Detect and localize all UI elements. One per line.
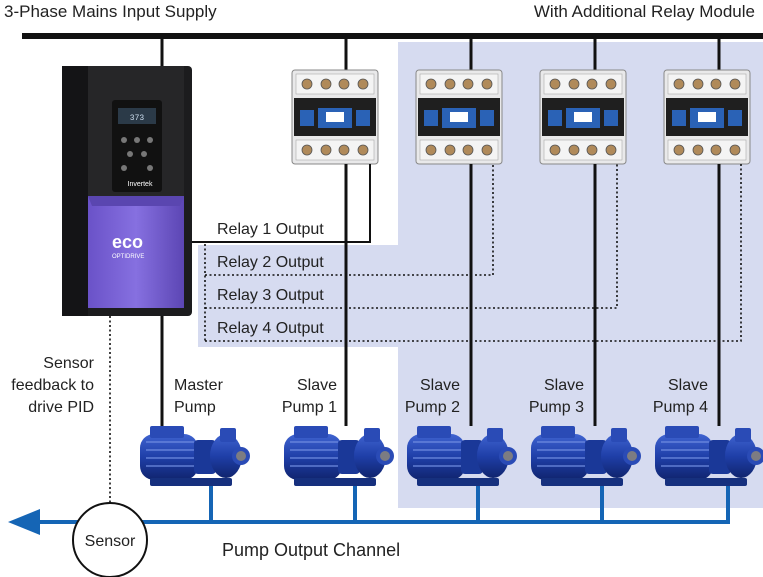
contactor-2 xyxy=(415,69,503,165)
relay-output-background xyxy=(198,245,398,347)
output-arrow-head xyxy=(8,509,40,535)
relay-module-title: With Additional Relay Module xyxy=(534,2,755,21)
master-pump-line2: Pump xyxy=(174,399,216,416)
slave-pump-2-line2: Pump 2 xyxy=(405,399,460,416)
relay-2-label: Relay 2 Output xyxy=(217,254,324,271)
svg-text:373: 373 xyxy=(130,114,145,123)
slave-pump-2-line1: Slave xyxy=(420,377,460,394)
slave-pump-1-line1: Slave xyxy=(297,377,337,394)
slave-pump-4-line1: Slave xyxy=(668,377,708,394)
sensor-feedback-line3: drive PID xyxy=(28,399,94,416)
contactor-4 xyxy=(663,69,751,165)
contactor-3 xyxy=(539,69,627,165)
sensor-feedback-line1: Sensor xyxy=(43,355,94,372)
drive-brand: Invertek xyxy=(128,181,153,188)
slave-pump-1-line2: Pump 1 xyxy=(282,399,337,416)
sensor-label: Sensor xyxy=(85,533,136,550)
relay-dotted-lines xyxy=(204,164,742,342)
slave-pump-4-line2: Pump 4 xyxy=(653,399,708,416)
relay-3-label: Relay 3 Output xyxy=(217,287,324,304)
slave-pump-1 xyxy=(283,425,395,487)
pump-power-lines xyxy=(160,164,721,426)
mains-supply-title: 3-Phase Mains Input Supply xyxy=(4,2,217,21)
sensor-circle xyxy=(72,502,148,577)
mains-drops xyxy=(160,36,721,72)
master-pump xyxy=(139,425,251,487)
drive-logo-sub: OPTIDRIVE xyxy=(112,254,144,260)
sensor-feedback-line2: feedback to xyxy=(11,377,94,394)
variable-speed-drive: 373 Invertek eco OPTIDRIVE xyxy=(62,66,192,316)
slave-pump-3-line2: Pump 3 xyxy=(529,399,584,416)
relay-4-label: Relay 4 Output xyxy=(217,320,324,337)
drive-logo: eco xyxy=(112,232,143,252)
contactor-1 xyxy=(291,69,379,165)
relay-1-line xyxy=(188,164,371,243)
relay-1-label: Relay 1 Output xyxy=(217,221,324,238)
slave-pump-3-line1: Slave xyxy=(544,377,584,394)
output-pipe xyxy=(36,486,730,524)
master-pump-line1: Master xyxy=(174,377,224,394)
output-channel-label: Pump Output Channel xyxy=(222,540,400,560)
